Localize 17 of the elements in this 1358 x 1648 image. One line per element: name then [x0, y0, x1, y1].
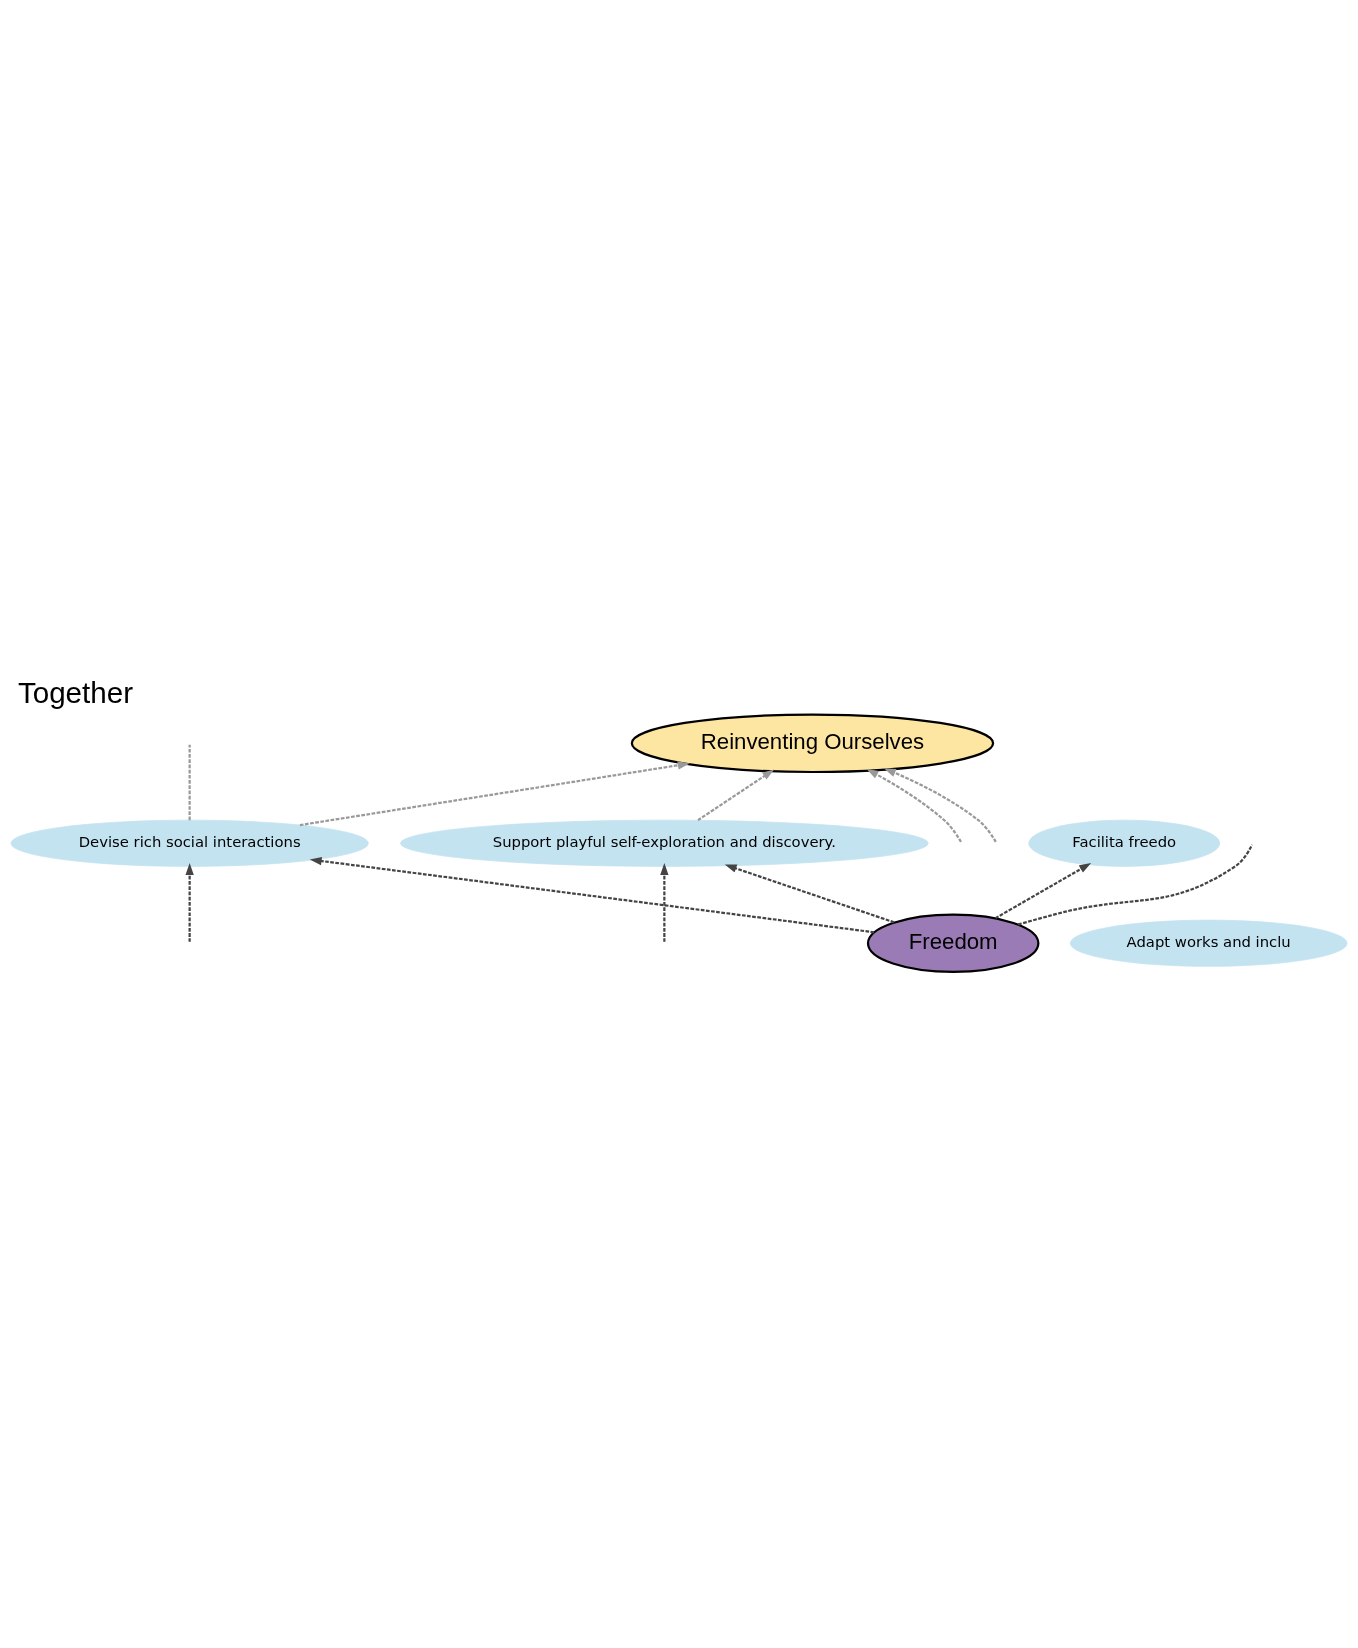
node-ellipse: Facilita freedo	[1028, 819, 1221, 867]
node-ellipse: Freedom	[866, 913, 1040, 974]
arrow	[724, 864, 895, 924]
arrow	[994, 863, 1092, 920]
diagram-title: Together	[17, 675, 134, 709]
arrow	[660, 863, 669, 942]
arrow	[185, 863, 194, 942]
node-ellipse: Support playful self-exploration and discovery.	[400, 819, 929, 867]
arrow	[866, 769, 962, 843]
connector	[1017, 844, 1254, 926]
arrow	[299, 761, 690, 827]
node-ellipse: Reinventing Ourselves	[630, 713, 995, 774]
arrow	[309, 856, 875, 934]
connector	[188, 744, 191, 821]
arrow	[883, 768, 997, 843]
node-ellipse: Adapt works and inclu	[1069, 919, 1348, 967]
arrow	[697, 769, 775, 822]
